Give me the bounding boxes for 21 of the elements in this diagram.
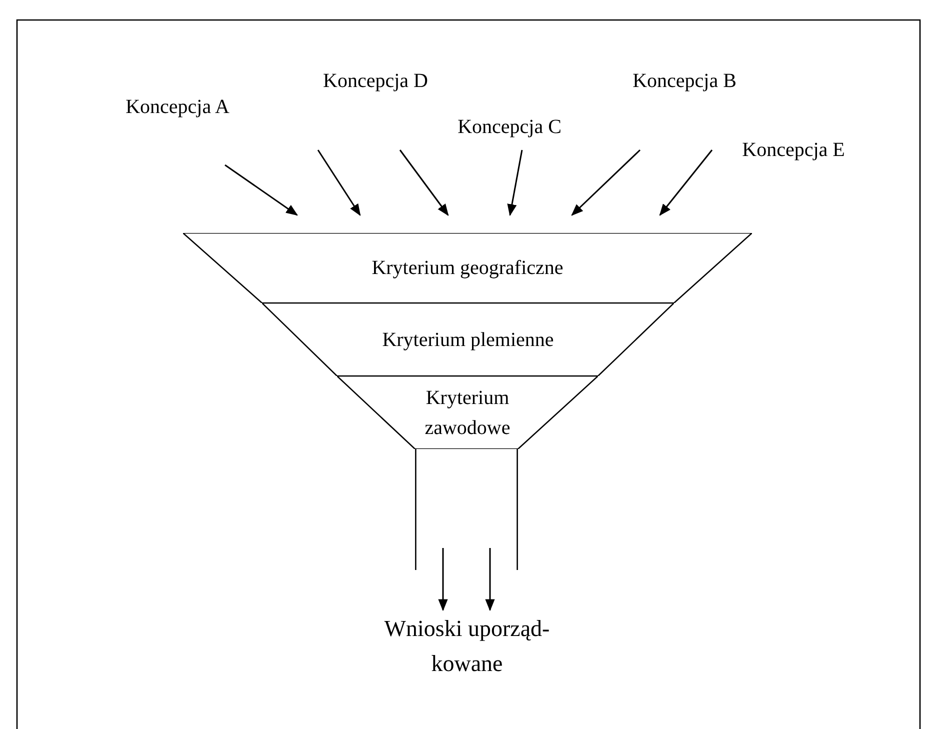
criterion-label: Kryterium geograficzne: [370, 256, 564, 281]
arrow: [485, 548, 495, 612]
concept-label: Koncepcja A: [126, 95, 230, 120]
funnel-section: [183, 233, 752, 303]
arrow: [659, 150, 713, 216]
criterion-label: Kryterium plemienne: [381, 328, 555, 352]
result-label: Wnioski uporząd- kowane: [383, 615, 551, 678]
concept-label: Koncepcja D: [323, 69, 428, 94]
concept-label: Koncepcja B: [632, 69, 736, 94]
funnel-spout: [415, 449, 518, 570]
funnel-section: [262, 303, 674, 376]
criterion-label: Kryterium zawodowe: [424, 386, 512, 440]
concept-label: Koncepcja C: [458, 115, 562, 140]
arrow: [224, 164, 298, 216]
arrow: [317, 150, 361, 216]
arrow: [438, 548, 448, 612]
arrow: [399, 150, 449, 216]
concept-label: Koncepcja E: [742, 138, 845, 163]
funnel-section: [337, 376, 598, 449]
arrow: [571, 149, 641, 216]
arrow: [507, 150, 523, 216]
